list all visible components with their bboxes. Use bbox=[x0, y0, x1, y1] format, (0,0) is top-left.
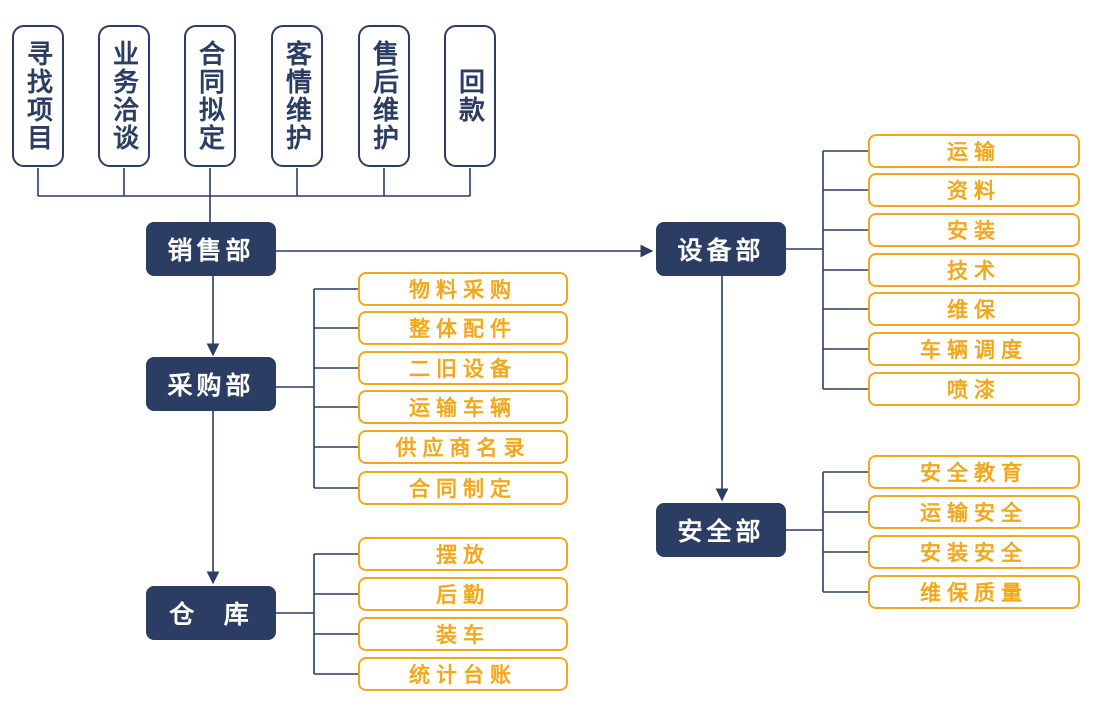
sales-task-after-sales: 售后维护 bbox=[358, 25, 410, 167]
purchase-item-used-equipment: 二旧设备 bbox=[358, 351, 568, 385]
sales-task-contract-drafting: 合同拟定 bbox=[184, 25, 236, 167]
sales-task-client-relations: 客情维护 bbox=[271, 25, 323, 167]
purchase-item-materials: 物料采购 bbox=[358, 272, 568, 306]
dept-safety: 安全部 bbox=[656, 503, 786, 557]
sales-task-payment-collection: 回款 bbox=[444, 25, 496, 167]
equipment-item-technology: 技术 bbox=[868, 253, 1080, 287]
purchase-item-contracts: 合同制定 bbox=[358, 471, 568, 505]
dept-purchase: 采购部 bbox=[146, 357, 276, 411]
equipment-item-maintenance: 维保 bbox=[868, 292, 1080, 326]
dept-equipment: 设备部 bbox=[656, 222, 786, 276]
equipment-item-transport: 运输 bbox=[868, 134, 1080, 168]
sales-task-find-projects: 寻找项目 bbox=[12, 25, 64, 167]
safety-item-maintenance-quality: 维保质量 bbox=[868, 575, 1080, 609]
equipment-item-vehicle-dispatch: 车辆调度 bbox=[868, 332, 1080, 366]
warehouse-item-loading: 装车 bbox=[358, 617, 568, 651]
purchase-item-parts: 整体配件 bbox=[358, 311, 568, 345]
warehouse-item-placement: 摆放 bbox=[358, 537, 568, 571]
purchase-item-vehicles: 运输车辆 bbox=[358, 390, 568, 424]
equipment-item-documents: 资料 bbox=[868, 173, 1080, 207]
safety-item-installation-safety: 安装安全 bbox=[868, 535, 1080, 569]
safety-item-education: 安全教育 bbox=[868, 455, 1080, 489]
purchase-item-supplier-list: 供应商名录 bbox=[358, 430, 568, 464]
sales-task-negotiation: 业务洽谈 bbox=[98, 25, 150, 167]
warehouse-item-ledger: 统计台账 bbox=[358, 657, 568, 691]
dept-warehouse: 仓 库 bbox=[146, 586, 276, 640]
safety-item-transport-safety: 运输安全 bbox=[868, 495, 1080, 529]
equipment-item-painting: 喷漆 bbox=[868, 372, 1080, 406]
equipment-item-installation: 安装 bbox=[868, 213, 1080, 247]
dept-sales: 销售部 bbox=[146, 222, 276, 276]
warehouse-item-logistics: 后勤 bbox=[358, 577, 568, 611]
